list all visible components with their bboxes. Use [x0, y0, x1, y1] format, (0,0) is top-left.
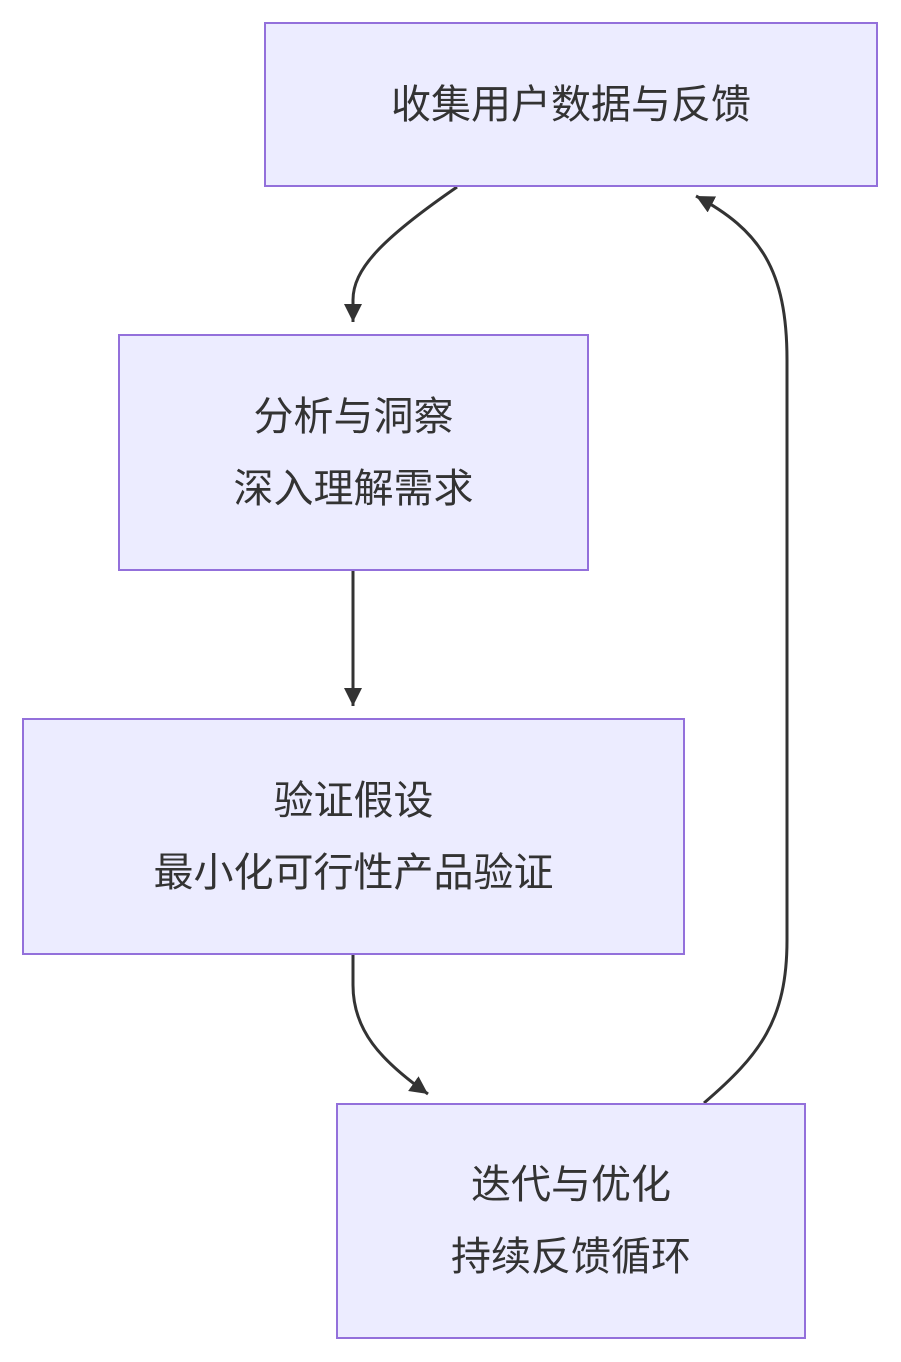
- node-label-line: 分析与洞察: [253, 393, 454, 440]
- node-validate-hypothesis[interactable]: 验证假设 最小化可行性产品验证: [22, 718, 685, 955]
- node-label-line: 收集用户数据与反馈: [391, 81, 751, 128]
- edge-collect-to-analyze: [344, 185, 458, 322]
- node-label-line: 深入理解需求: [233, 465, 474, 512]
- node-label-line: 验证假设: [273, 777, 434, 824]
- node-analysis-insight[interactable]: 分析与洞察 深入理解需求: [118, 334, 589, 571]
- edge-validate-to-iterate: [351, 955, 429, 1096]
- node-iterate-optimize[interactable]: 迭代与优化 持续反馈循环: [336, 1103, 806, 1339]
- edge-iterate-to-collect: [695, 194, 789, 1105]
- node-label-line: 最小化可行性产品验证: [153, 849, 554, 896]
- node-label-line: 迭代与优化: [471, 1162, 671, 1208]
- node-label-line: 持续反馈循环: [451, 1234, 691, 1280]
- node-collect-user-data-feedback[interactable]: 收集用户数据与反馈: [264, 22, 878, 187]
